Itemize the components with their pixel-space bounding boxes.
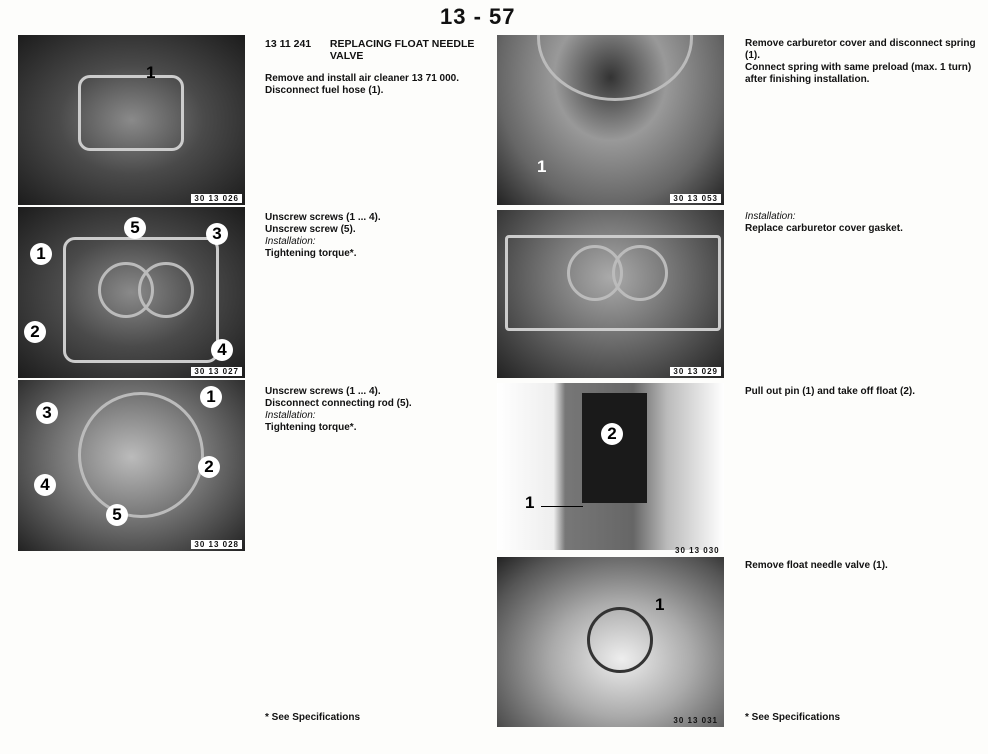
callout-4: 4 xyxy=(34,474,56,496)
figure-30-13-053: 1 30 13 053 xyxy=(497,35,724,205)
callout-1: 1 xyxy=(525,493,535,512)
callout-5: 5 xyxy=(124,217,146,239)
figure-code: 30 13 030 xyxy=(675,546,720,555)
footnote: * See Specifications xyxy=(745,712,841,723)
page-number: 13 - 57 xyxy=(440,4,516,29)
figure-code: 30 13 026 xyxy=(191,194,242,203)
figure-code: 30 13 053 xyxy=(670,194,721,203)
section-heading: REPLACING FLOAT NEEDLE VALVE xyxy=(329,38,475,62)
figure-30-13-031: 1 30 13 031 xyxy=(497,557,724,727)
figure-30-13-028: 1 2 3 4 5 30 13 028 xyxy=(18,380,245,551)
callout-1: 1 xyxy=(655,595,665,614)
callout-5: 5 xyxy=(106,504,128,526)
callout-2: 2 xyxy=(198,456,220,478)
step-text: Pull out pin (1) and take off float (2). xyxy=(745,386,915,397)
figure-code: 30 13 027 xyxy=(191,367,242,376)
callout-1: 1 xyxy=(30,243,52,265)
callout-3: 3 xyxy=(36,402,58,424)
step-text: Unscrew screws (1 ... 4).Disconnect conn… xyxy=(265,386,412,433)
figure-30-13-026: 1 30 13 026 xyxy=(18,35,245,205)
step-text: Remove carburetor cover and disconnect s… xyxy=(745,38,976,85)
footnote: * See Specifications xyxy=(265,712,361,723)
figure-code: 30 13 031 xyxy=(673,716,718,725)
step-text: Remove and install air cleaner 13 71 000… xyxy=(265,73,459,96)
figure-30-13-030: 2 1 xyxy=(497,383,724,550)
step-text: Unscrew screws (1 ... 4).Unscrew screw (… xyxy=(265,212,381,259)
callout-4: 4 xyxy=(211,339,233,361)
callout-3: 3 xyxy=(206,223,228,245)
section-title: 13 11 241 REPLACING FLOAT NEEDLE VALVE xyxy=(265,38,490,62)
figure-code: 30 13 029 xyxy=(670,367,721,376)
callout-2: 2 xyxy=(24,321,46,343)
figure-code: 30 13 028 xyxy=(191,540,242,549)
step-text: Installation:Replace carburetor cover ga… xyxy=(745,211,903,234)
callout-2: 2 xyxy=(601,423,623,445)
figure-30-13-027: 1 2 3 4 5 30 13 027 xyxy=(18,207,245,378)
callout-1: 1 xyxy=(537,157,547,176)
section-number: 13 11 241 xyxy=(265,38,312,50)
step-text: Remove float needle valve (1). xyxy=(745,560,888,571)
callout-1: 1 xyxy=(146,63,156,82)
callout-1: 1 xyxy=(200,386,222,408)
figure-30-13-029: 30 13 029 xyxy=(497,210,724,378)
